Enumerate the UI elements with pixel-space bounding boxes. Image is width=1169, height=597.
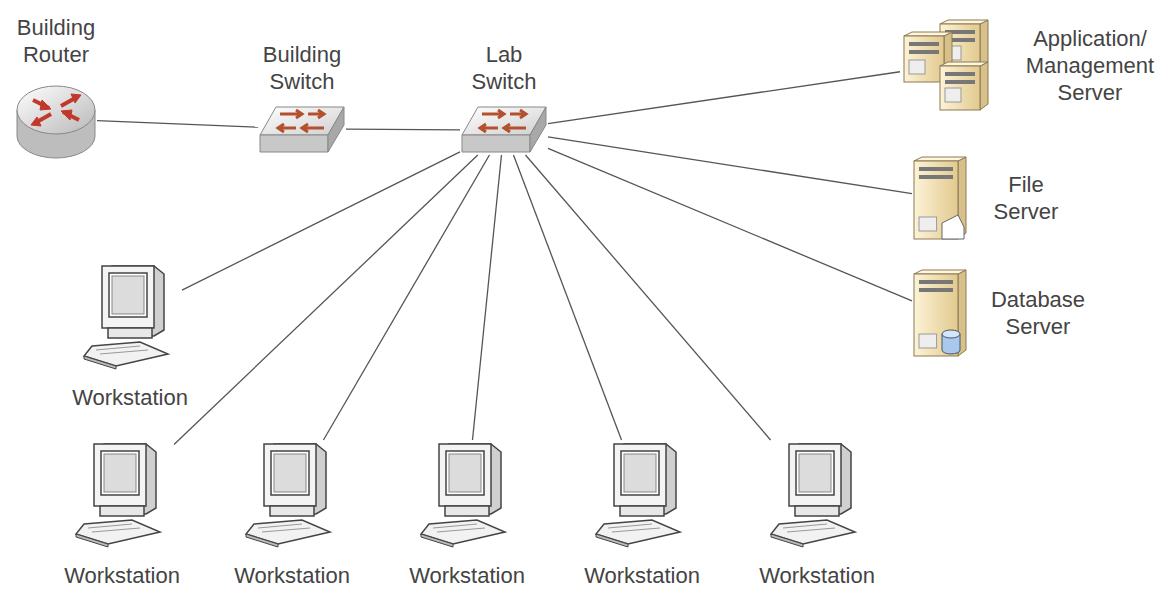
ws-icon bbox=[78, 262, 182, 370]
router-icon bbox=[15, 78, 97, 160]
network-link bbox=[548, 148, 912, 300]
network-device: Workstation bbox=[765, 440, 869, 548]
network-device: Workstation bbox=[70, 440, 174, 548]
device-label: Workstation bbox=[47, 562, 197, 589]
device-label: Application/ Management Server bbox=[1010, 25, 1169, 106]
network-link bbox=[182, 152, 460, 290]
device-label: Building Router bbox=[1, 14, 111, 68]
ws-icon bbox=[765, 440, 869, 548]
device-label: Workstation bbox=[392, 562, 542, 589]
device-label: Workstation bbox=[567, 562, 717, 589]
device-label: File Server bbox=[986, 171, 1066, 225]
device-label: Workstation bbox=[217, 562, 367, 589]
device-label: Workstation bbox=[742, 562, 892, 589]
network-device: Workstation bbox=[78, 262, 182, 370]
device-label: Lab Switch bbox=[459, 41, 549, 95]
switch-icon bbox=[460, 105, 548, 155]
switch-icon bbox=[258, 105, 346, 153]
ws-icon bbox=[240, 440, 344, 548]
network-link bbox=[346, 129, 460, 131]
ws-icon bbox=[590, 440, 694, 548]
network-device: Lab Switch bbox=[460, 105, 548, 155]
network-link bbox=[97, 121, 258, 128]
dbserver-icon bbox=[912, 268, 970, 358]
network-link bbox=[174, 155, 478, 444]
network-device: Workstation bbox=[240, 440, 344, 548]
network-device: Application/ Management Server bbox=[900, 18, 992, 112]
network-link bbox=[472, 155, 501, 440]
network-device: File Server bbox=[912, 155, 968, 241]
ws-icon bbox=[415, 440, 519, 548]
network-link bbox=[548, 72, 900, 124]
network-device: Database Server bbox=[912, 268, 970, 358]
network-device: Workstation bbox=[415, 440, 519, 548]
network-link bbox=[513, 155, 621, 440]
network-link bbox=[525, 155, 770, 440]
network-device: Workstation bbox=[590, 440, 694, 548]
device-label: Building Switch bbox=[247, 41, 357, 95]
device-label: Workstation bbox=[55, 384, 205, 411]
cluster-icon bbox=[900, 18, 992, 112]
server-icon bbox=[912, 155, 968, 241]
network-device: Building Switch bbox=[258, 105, 346, 153]
network-device: Building Router bbox=[15, 78, 97, 160]
ws-icon bbox=[70, 440, 174, 548]
network-link bbox=[548, 137, 912, 194]
device-label: Database Server bbox=[988, 286, 1088, 340]
network-link bbox=[323, 155, 489, 440]
